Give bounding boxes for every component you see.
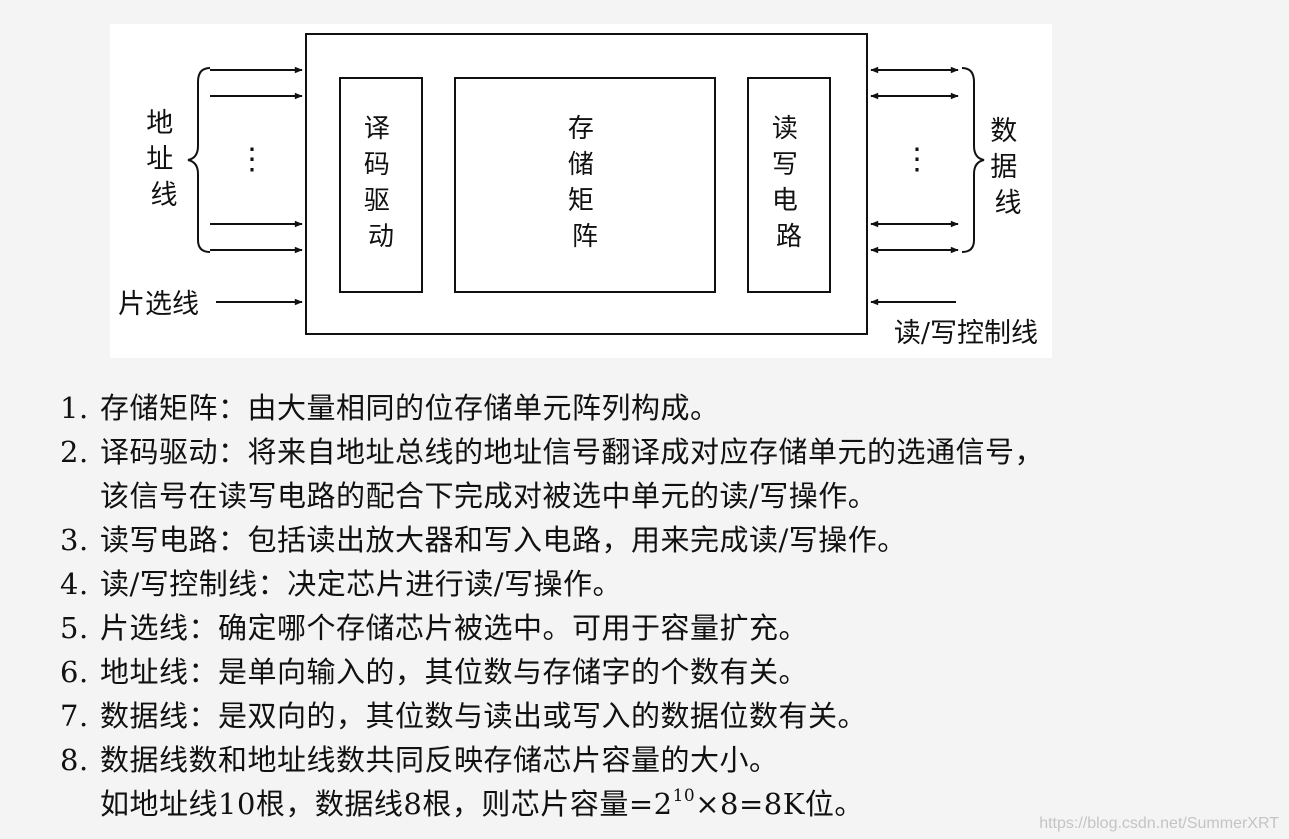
note-item-1: 1. 存储矩阵：由大量相同的位存储单元阵列构成。: [60, 386, 1285, 430]
decoder-char-2: 码: [364, 150, 390, 180]
decoder-block: [339, 77, 423, 293]
address-char-1: 地: [146, 108, 173, 139]
note-number: 7.: [60, 699, 89, 733]
rw-char-4: 路: [776, 222, 802, 252]
note-number: 2.: [60, 435, 89, 469]
note-text: 译码驱动：将来自地址总线的地址信号翻译成对应存储单元的选通信号，: [100, 435, 1045, 469]
rw-circuit-label: 读 写 电 路: [772, 114, 806, 252]
watermark: https://blog.csdn.net/SummerXRT: [1039, 815, 1279, 832]
note-number: 3.: [60, 523, 89, 557]
matrix-label: 存 储 矩 阵: [568, 114, 602, 252]
note-number: 4.: [60, 567, 89, 601]
notes-list: 1. 存储矩阵：由大量相同的位存储单元阵列构成。 2. 译码驱动：将来自地址总线的地…: [60, 386, 1285, 826]
data-ellipsis: ⋮: [902, 142, 932, 177]
note-text: 读写电路：包括读出放大器和写入电路，用来完成读/写操作。: [100, 523, 907, 557]
note-item-6: 6. 地址线：是单向输入的，其位数与存储字的个数有关。: [60, 650, 1285, 694]
data-lines-label: 数 据 线: [990, 116, 1026, 219]
note-item-2: 2. 译码驱动：将来自地址总线的地址信号翻译成对应存储单元的选通信号，: [60, 430, 1285, 474]
matrix-block: [454, 77, 716, 293]
address-char-2: 址: [146, 144, 173, 175]
note-text: 存储矩阵：由大量相同的位存储单元阵列构成。: [100, 391, 720, 425]
matrix-char-3: 矩: [568, 186, 594, 216]
data-char-3: 线: [995, 188, 1022, 219]
address-char-3: 线: [151, 180, 178, 211]
note-text: 数据线：是双向的，其位数与读出或写入的数据位数有关。: [100, 699, 868, 733]
decoder-label: 译 码 驱 动: [364, 114, 398, 252]
rw-char-3: 电: [772, 186, 798, 216]
matrix-char-4: 阵: [572, 222, 598, 252]
chip-select-label: 片选线: [118, 289, 199, 320]
address-lines-label: 地 址 线: [146, 108, 182, 211]
matrix-char-1: 存: [568, 114, 594, 144]
note-item-8: 8. 数据线数和地址线数共同反映存储芯片容量的大小。: [60, 738, 1285, 782]
diagram-canvas: 译 码 驱 动 存 储 矩 阵 读 写 电 路 ⋮ 地 址 线: [118, 33, 1038, 349]
rw-char-2: 写: [772, 150, 798, 180]
matrix-char-2: 储: [568, 150, 594, 180]
note-text: 地址线：是单向输入的，其位数与存储字的个数有关。: [100, 655, 809, 689]
note-item-7: 7. 数据线：是双向的，其位数与读出或写入的数据位数有关。: [60, 694, 1285, 738]
decoder-char-3: 驱: [364, 186, 390, 216]
chip-outline: [305, 33, 868, 335]
capacity-formula: 如地址线10根，数据线8根，则芯片容量=210×8=8K位。: [60, 782, 1285, 826]
formula-suffix: ×8=8K位。: [695, 787, 864, 821]
formula-exponent: 10: [672, 786, 696, 806]
note-item-5: 5. 片选线：确定哪个存储芯片被选中。可用于容量扩充。: [60, 606, 1285, 650]
note-item-4: 4. 读/写控制线：决定芯片进行读/写操作。: [60, 562, 1285, 606]
data-char-2: 据: [990, 152, 1017, 183]
note-number: 8.: [60, 743, 89, 777]
note-number: 5.: [60, 611, 89, 645]
data-char-1: 数: [990, 116, 1017, 147]
address-ellipsis: ⋮: [237, 142, 267, 177]
note-text: 片选线：确定哪个存储芯片被选中。可用于容量扩充。: [100, 611, 809, 645]
memory-chip-diagram: 译 码 驱 动 存 储 矩 阵 读 写 电 路 ⋮ 地 址 线: [110, 24, 1052, 358]
formula-prefix: 如地址线10根，数据线8根，则芯片容量=2: [100, 787, 673, 821]
rw-circuit-block: [747, 77, 831, 293]
note-text: 数据线数和地址线数共同反映存储芯片容量的大小。: [100, 743, 779, 777]
rw-char-1: 读: [772, 114, 798, 144]
note-number: 1.: [60, 391, 89, 425]
address-brace: [187, 67, 211, 253]
data-brace: [961, 67, 985, 253]
decoder-char-1: 译: [364, 114, 390, 144]
note-number: 6.: [60, 655, 89, 689]
rw-control-label: 读/写控制线: [894, 318, 1038, 349]
note-item-2-continuation: 该信号在读写电路的配合下完成对被选中单元的读/写操作。: [100, 479, 878, 513]
note-item-3: 3. 读写电路：包括读出放大器和写入电路，用来完成读/写操作。: [60, 518, 1285, 562]
note-text: 读/写控制线：决定芯片进行读/写操作。: [100, 567, 623, 601]
decoder-char-4: 动: [368, 222, 394, 252]
